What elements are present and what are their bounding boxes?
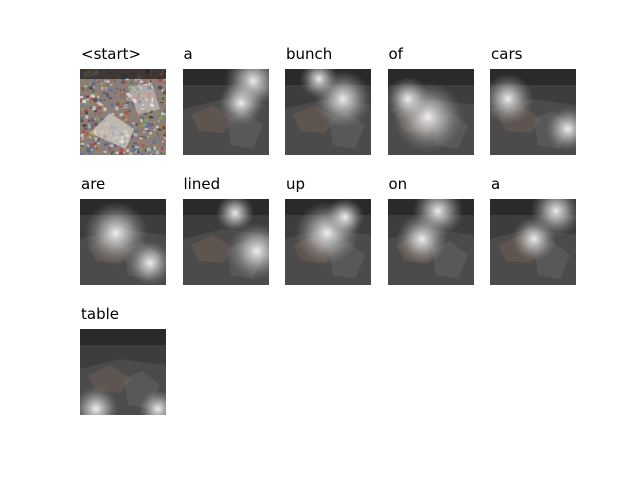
- attention-map-image: [490, 199, 576, 285]
- attention-map-image: [80, 329, 166, 415]
- token-label: cars: [491, 45, 523, 63]
- token-label: lined: [183, 175, 221, 193]
- token-label: up: [286, 175, 306, 193]
- attention-cell: table: [80, 304, 166, 434]
- token-label: of: [388, 45, 403, 63]
- attention-cell: up: [285, 174, 371, 304]
- token-label: a: [183, 45, 193, 63]
- attention-cell: cars: [490, 44, 576, 174]
- token-label: bunch: [286, 45, 333, 63]
- token-label: are: [81, 175, 106, 193]
- attention-cell: on: [387, 174, 474, 304]
- attention-cell: a: [490, 174, 576, 304]
- attention-map-image: [182, 69, 269, 155]
- attention-cell: <start>: [80, 44, 166, 174]
- token-label: table: [81, 305, 119, 323]
- attention-map-image: [490, 69, 576, 155]
- attention-map-image: [80, 69, 166, 155]
- token-label: <start>: [81, 45, 142, 63]
- attention-cell: are: [80, 174, 166, 304]
- attention-map-image: [182, 199, 269, 285]
- attention-map-image: [285, 69, 371, 155]
- attention-map-image: [285, 199, 371, 285]
- attention-cell: lined: [182, 174, 269, 304]
- attention-map-image: [387, 69, 474, 155]
- token-label: on: [388, 175, 408, 193]
- attention-map-image: [387, 199, 474, 285]
- token-label: a: [491, 175, 501, 193]
- attention-cell: of: [387, 44, 474, 174]
- attention-cell: bunch: [285, 44, 371, 174]
- attention-map-image: [80, 199, 166, 285]
- attention-cell: a: [182, 44, 269, 174]
